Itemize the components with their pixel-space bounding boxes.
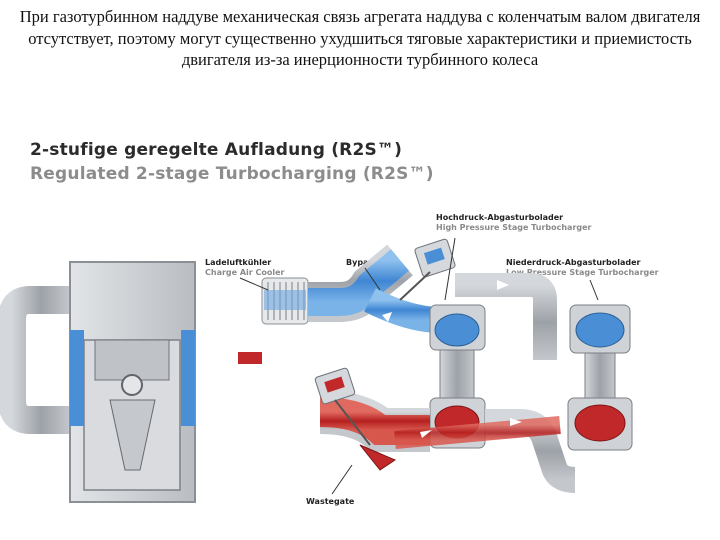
compressor-outlet-duct — [308, 244, 557, 360]
lp-turbo-label-de: Niederdruck-Abgasturbolader — [506, 258, 641, 267]
bypass-valve — [399, 238, 456, 301]
flow-arrows — [220, 280, 522, 438]
engine-block — [69, 261, 196, 503]
lp-turbo-label: Niederdruck-Abgasturbolader Low Pressure… — [506, 258, 659, 278]
wastegate-valve — [314, 367, 397, 495]
turbocharging-diagram — [0, 237, 633, 503]
left-return-pipe — [0, 286, 70, 434]
slide-caption: При газотурбинном наддуве механическая с… — [19, 7, 701, 69]
diagram-title-german: 2-stufige geregelte Aufladung (R2S™) — [30, 140, 403, 160]
lp-turbo-label-en: Low Pressure Stage Turbocharger — [506, 268, 659, 277]
cooler-label-de: Ladeluftkühler — [205, 258, 272, 267]
lp-turbocharger — [567, 282, 633, 500]
wastegate-label: Wastegate — [306, 497, 354, 507]
cooler-label: Ladeluftkühler Charge Air Cooler — [205, 258, 285, 278]
bypass-label: Bypass — [346, 258, 378, 268]
bypass-label-text: Bypass — [346, 258, 378, 267]
hp-turbo-label: Hochdruck-Abgasturbolader High Pressure … — [436, 213, 592, 233]
diagram-title-english: Regulated 2-stage Turbocharging (R2S™) — [30, 164, 434, 184]
cooler-label-en: Charge Air Cooler — [205, 268, 285, 277]
exhaust-duct — [195, 352, 576, 493]
hp-turbo-label-de: Hochdruck-Abgasturbolader — [436, 213, 564, 222]
label-leader-lines — [239, 237, 599, 301]
hp-turbo-label-en: High Pressure Stage Turbocharger — [436, 223, 592, 232]
wastegate-label-text: Wastegate — [306, 497, 355, 506]
charge-air-cooler — [195, 277, 309, 325]
